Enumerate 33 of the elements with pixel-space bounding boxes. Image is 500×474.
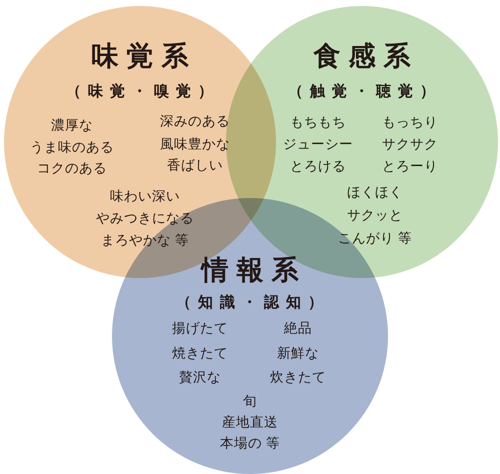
keyword-text: うま味のある [30,140,114,156]
keyword-text: 旬 [243,394,257,410]
keyword-text: ジューシー [283,138,353,152]
category-title: 味覚系 [92,42,196,72]
keyword-text: 濃厚な [51,118,93,134]
category-subtitle: （知識・認知） [176,294,330,310]
keyword-text: 本場の 等 [220,436,280,452]
keyword-text: こんがり 等 [338,232,412,246]
keyword-text: 産地直送 [222,416,278,430]
category-subtitle: （味覚・嗅覚） [66,82,220,100]
keyword-text: 炊きたて [270,370,326,386]
keyword-text: コクのある [37,162,107,176]
keyword-text: もっちり [382,116,438,130]
keyword-text: とろーり [382,160,438,174]
keyword-text: まろやかな 等 [100,234,190,248]
keyword-text: ほくほく [347,186,403,200]
keyword-text: 風味豊かな [160,138,230,152]
keyword-text: とろける [290,160,346,174]
keyword-text: 絶品 [284,322,312,336]
keyword-text: 深みのある [160,114,230,130]
category-title: 食感系 [314,42,418,72]
category-subtitle: （触覚・聴覚） [288,82,442,100]
keyword-text: 焼きたて [172,346,228,362]
keyword-text: 味わい深い [110,190,180,204]
keyword-text: 香ばしい [167,158,223,174]
keyword-text: サクッと [347,208,403,224]
category-title: 情報系 [202,256,306,286]
keyword-text: もちもち [290,116,346,130]
keyword-text: 贅沢な [179,370,221,386]
keyword-text: やみつきになる [96,212,194,226]
keyword-text: 新鮮な [277,346,319,362]
keyword-text: サクサク [382,138,438,152]
keyword-text: 揚げたて [172,322,228,336]
